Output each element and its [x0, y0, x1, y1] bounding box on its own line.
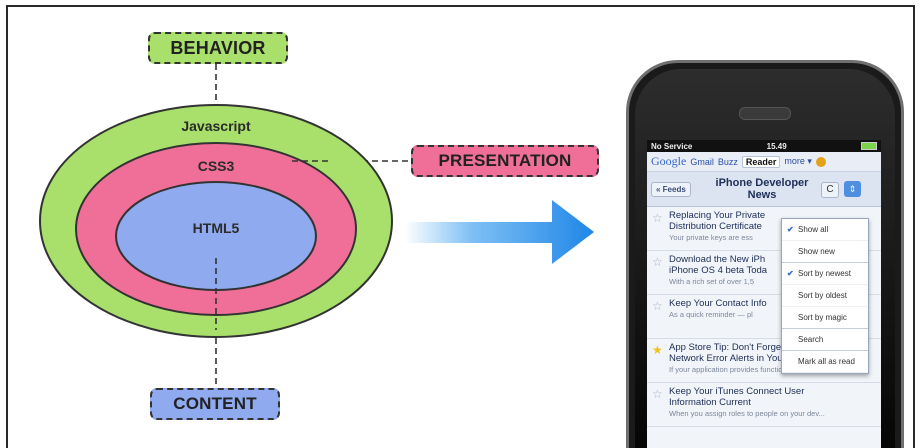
item-title: App Store Tip: Don't Forget to Include: [669, 342, 828, 353]
item-snippet: If your application provides functionali…: [669, 365, 825, 374]
html5-label: HTML5: [192, 220, 240, 236]
item-title-line2: Network Error Alerts in Your Code: [669, 353, 812, 364]
item-title: Replacing Your Private: [669, 210, 766, 221]
item-title-line2: iPhone OS 4 beta Toda: [669, 265, 768, 276]
gmail-link[interactable]: Gmail: [690, 156, 714, 167]
status-bar: No Service 15.49: [647, 140, 881, 152]
feed-list: ☆ Replacing Your Private Distribution Ce…: [647, 207, 881, 427]
list-item[interactable]: ★ App Store Tip: Don't Forget to Include…: [647, 339, 881, 383]
checkmark-icon: ✔: [787, 225, 794, 234]
more-menu[interactable]: more ▾: [784, 156, 812, 166]
star-icon[interactable]: ☆: [652, 299, 663, 313]
css3-label: CSS3: [197, 158, 235, 174]
item-title-line2: Information Current: [669, 397, 751, 408]
menu-item-show-all[interactable]: ✔ Show all: [782, 219, 868, 241]
google-bar: Google Gmail Buzz Reader more ▾: [647, 152, 881, 172]
google-logo[interactable]: Google: [651, 154, 687, 168]
item-title-line2: Distribution Certificate: [669, 221, 762, 232]
menu-item-label: Sort by newest: [798, 269, 851, 278]
view-options-menu: ✔ Show all Show new ✔ Sort by newest Sort …: [781, 218, 869, 374]
item-snippet: Your private keys are ess: [669, 233, 753, 242]
item-title: Keep Your iTunes Connect User: [669, 386, 805, 397]
presentation-tag: PRESENTATION: [411, 145, 599, 177]
list-item[interactable]: ☆ Keep Your iTunes Connect User Informat…: [647, 383, 881, 427]
reader-tab[interactable]: Reader: [741, 155, 781, 168]
buzz-icon[interactable]: [815, 156, 826, 167]
menu-item-show-new[interactable]: Show new: [782, 241, 868, 263]
behavior-tag: BEHAVIOR: [148, 32, 288, 64]
star-icon[interactable]: ★: [652, 343, 663, 357]
star-icon[interactable]: ☆: [652, 255, 663, 269]
list-item[interactable]: ☆ Download the New iPh iPhone OS 4 beta …: [647, 251, 881, 295]
item-title: Keep Your Contact Info: [669, 298, 767, 309]
right-arrow: [405, 200, 594, 264]
list-item[interactable]: ☆ Keep Your Contact Info As a quick remi…: [647, 295, 881, 339]
clock: 15.49: [766, 141, 787, 151]
menu-item-label: Search: [798, 335, 824, 344]
item-snippet: As a quick reminder — pl: [669, 310, 753, 319]
menu-item-label: Sort by magic: [798, 313, 847, 322]
menu-item-search[interactable]: Search: [782, 329, 868, 351]
star-icon[interactable]: ☆: [652, 387, 663, 401]
content-tag: CONTENT: [150, 388, 280, 420]
menu-item-label: Sort by oldest: [798, 291, 847, 300]
menu-item-mark-all-read[interactable]: Mark all as read: [782, 351, 868, 373]
battery-icon: [860, 142, 877, 150]
checkmark-icon: ✔: [787, 269, 794, 278]
feeds-button[interactable]: « Feeds: [651, 181, 691, 197]
menu-item-label: Show all: [798, 225, 829, 234]
star-icon[interactable]: ☆: [652, 211, 663, 225]
item-title: Download the New iPh: [669, 254, 766, 265]
iphone-screen: No Service 15.49 Google Gmail Buzz Reade…: [647, 140, 881, 448]
feed-title: iPhone Developer News: [715, 177, 809, 201]
buzz-link[interactable]: Buzz: [717, 156, 738, 167]
speaker-slot: [739, 107, 791, 120]
reader-header: « Feeds iPhone Developer News C ⇕: [647, 172, 881, 207]
item-snippet: With a rich set of over 1,5: [669, 277, 755, 286]
list-item[interactable]: ☆ Replacing Your Private Distribution Ce…: [647, 207, 881, 251]
menu-item-label: Show new: [798, 247, 835, 256]
menu-icon[interactable]: ⇕: [844, 181, 861, 197]
menu-item-label: Mark all as read: [798, 357, 855, 366]
menu-item-sort-oldest[interactable]: Sort by oldest: [782, 285, 868, 307]
menu-item-sort-magic[interactable]: Sort by magic: [782, 307, 868, 329]
javascript-label: Javascript: [181, 118, 251, 134]
carrier-label: No Service: [651, 141, 693, 151]
item-snippet: When you assign roles to people on your …: [669, 409, 825, 418]
menu-item-sort-newest[interactable]: ✔ Sort by newest: [782, 263, 868, 285]
refresh-icon[interactable]: C: [821, 182, 839, 198]
